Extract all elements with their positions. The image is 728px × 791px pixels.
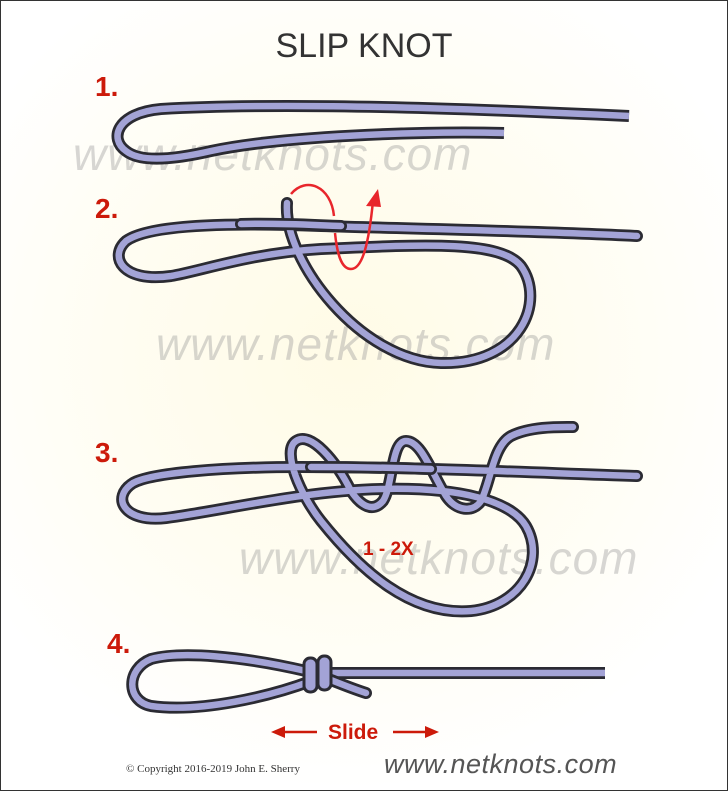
copyright-notice: © Copyright 2016-2019 John E. Sherry: [126, 763, 300, 775]
step-4-rope: [126, 649, 605, 714]
site-url: www.netknots.com: [384, 749, 618, 779]
step-2-number: 2.: [95, 193, 119, 224]
step-1-rope: [111, 100, 630, 165]
slide-arrows: [271, 726, 439, 738]
step-2-wrap-arrow: [290, 183, 381, 271]
step-4-number: 4.: [107, 628, 131, 659]
slide-label: Slide: [328, 721, 379, 744]
step-3-rope: [116, 420, 643, 618]
page-title: SLIP KNOT: [275, 27, 453, 65]
step-2-rope: [112, 197, 643, 370]
repeat-count-label: 1 - 2X: [363, 539, 414, 560]
watermark: www.netknots.com: [239, 532, 639, 584]
step-3-number: 3.: [95, 437, 119, 468]
step-1-number: 1.: [95, 71, 119, 102]
